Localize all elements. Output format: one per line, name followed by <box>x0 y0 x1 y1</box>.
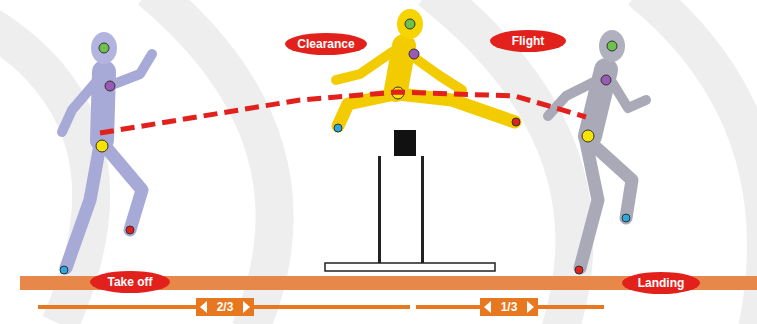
hurdle-post <box>378 156 381 264</box>
arrow-head <box>200 301 207 313</box>
takeoff-figure <box>62 32 152 268</box>
phase-label: Clearance <box>285 33 367 55</box>
marker <box>607 41 617 51</box>
torso <box>396 46 404 90</box>
torso <box>102 72 104 140</box>
hurdle-base <box>325 263 495 271</box>
marker <box>96 140 108 152</box>
label-text: Flight <box>512 34 545 48</box>
limb <box>336 52 392 80</box>
limb <box>66 145 100 268</box>
ratio-marker: 1/3 <box>480 298 538 316</box>
marker <box>512 118 520 126</box>
hurdle-bar <box>394 130 416 156</box>
joint-markers <box>575 41 630 274</box>
phase-label: Landing <box>622 272 700 294</box>
limb <box>590 142 632 218</box>
marker <box>601 75 611 85</box>
arrow-head <box>527 301 534 313</box>
joint-markers <box>60 43 134 274</box>
phase-label: Take off <box>90 271 170 293</box>
marker <box>582 130 594 142</box>
landing-figure <box>548 30 646 268</box>
label-text: 2/3 <box>217 300 234 314</box>
arrow-head <box>484 301 491 313</box>
limb <box>548 80 598 116</box>
limb <box>398 94 515 122</box>
label-text: Clearance <box>297 37 354 51</box>
limb <box>412 56 462 90</box>
phase-label: Flight <box>490 30 566 52</box>
head <box>599 30 625 62</box>
limb <box>104 145 142 230</box>
swoosh <box>150 0 275 324</box>
clearance-figure <box>336 9 515 126</box>
label-text: Take off <box>107 275 152 289</box>
hurdle-post <box>421 156 424 264</box>
marker <box>99 43 109 53</box>
marker <box>126 226 134 234</box>
arrow-head <box>243 301 250 313</box>
limb <box>114 54 152 84</box>
limb <box>580 142 598 268</box>
label-text: 1/3 <box>501 300 518 314</box>
marker <box>575 266 583 274</box>
limb <box>612 82 646 108</box>
marker <box>409 49 419 59</box>
marker <box>105 81 115 91</box>
head <box>91 32 117 64</box>
marker <box>334 124 342 132</box>
marker <box>622 214 630 222</box>
limb <box>338 94 395 126</box>
label-text: Landing <box>638 276 685 290</box>
ratio-marker: 2/3 <box>196 298 254 316</box>
centre-of-mass-path <box>100 92 586 133</box>
marker <box>405 19 415 29</box>
ground-track <box>20 276 757 290</box>
hurdle <box>325 130 495 271</box>
head <box>397 9 423 39</box>
marker <box>60 266 68 274</box>
swoosh <box>430 0 574 324</box>
limb <box>62 82 96 132</box>
